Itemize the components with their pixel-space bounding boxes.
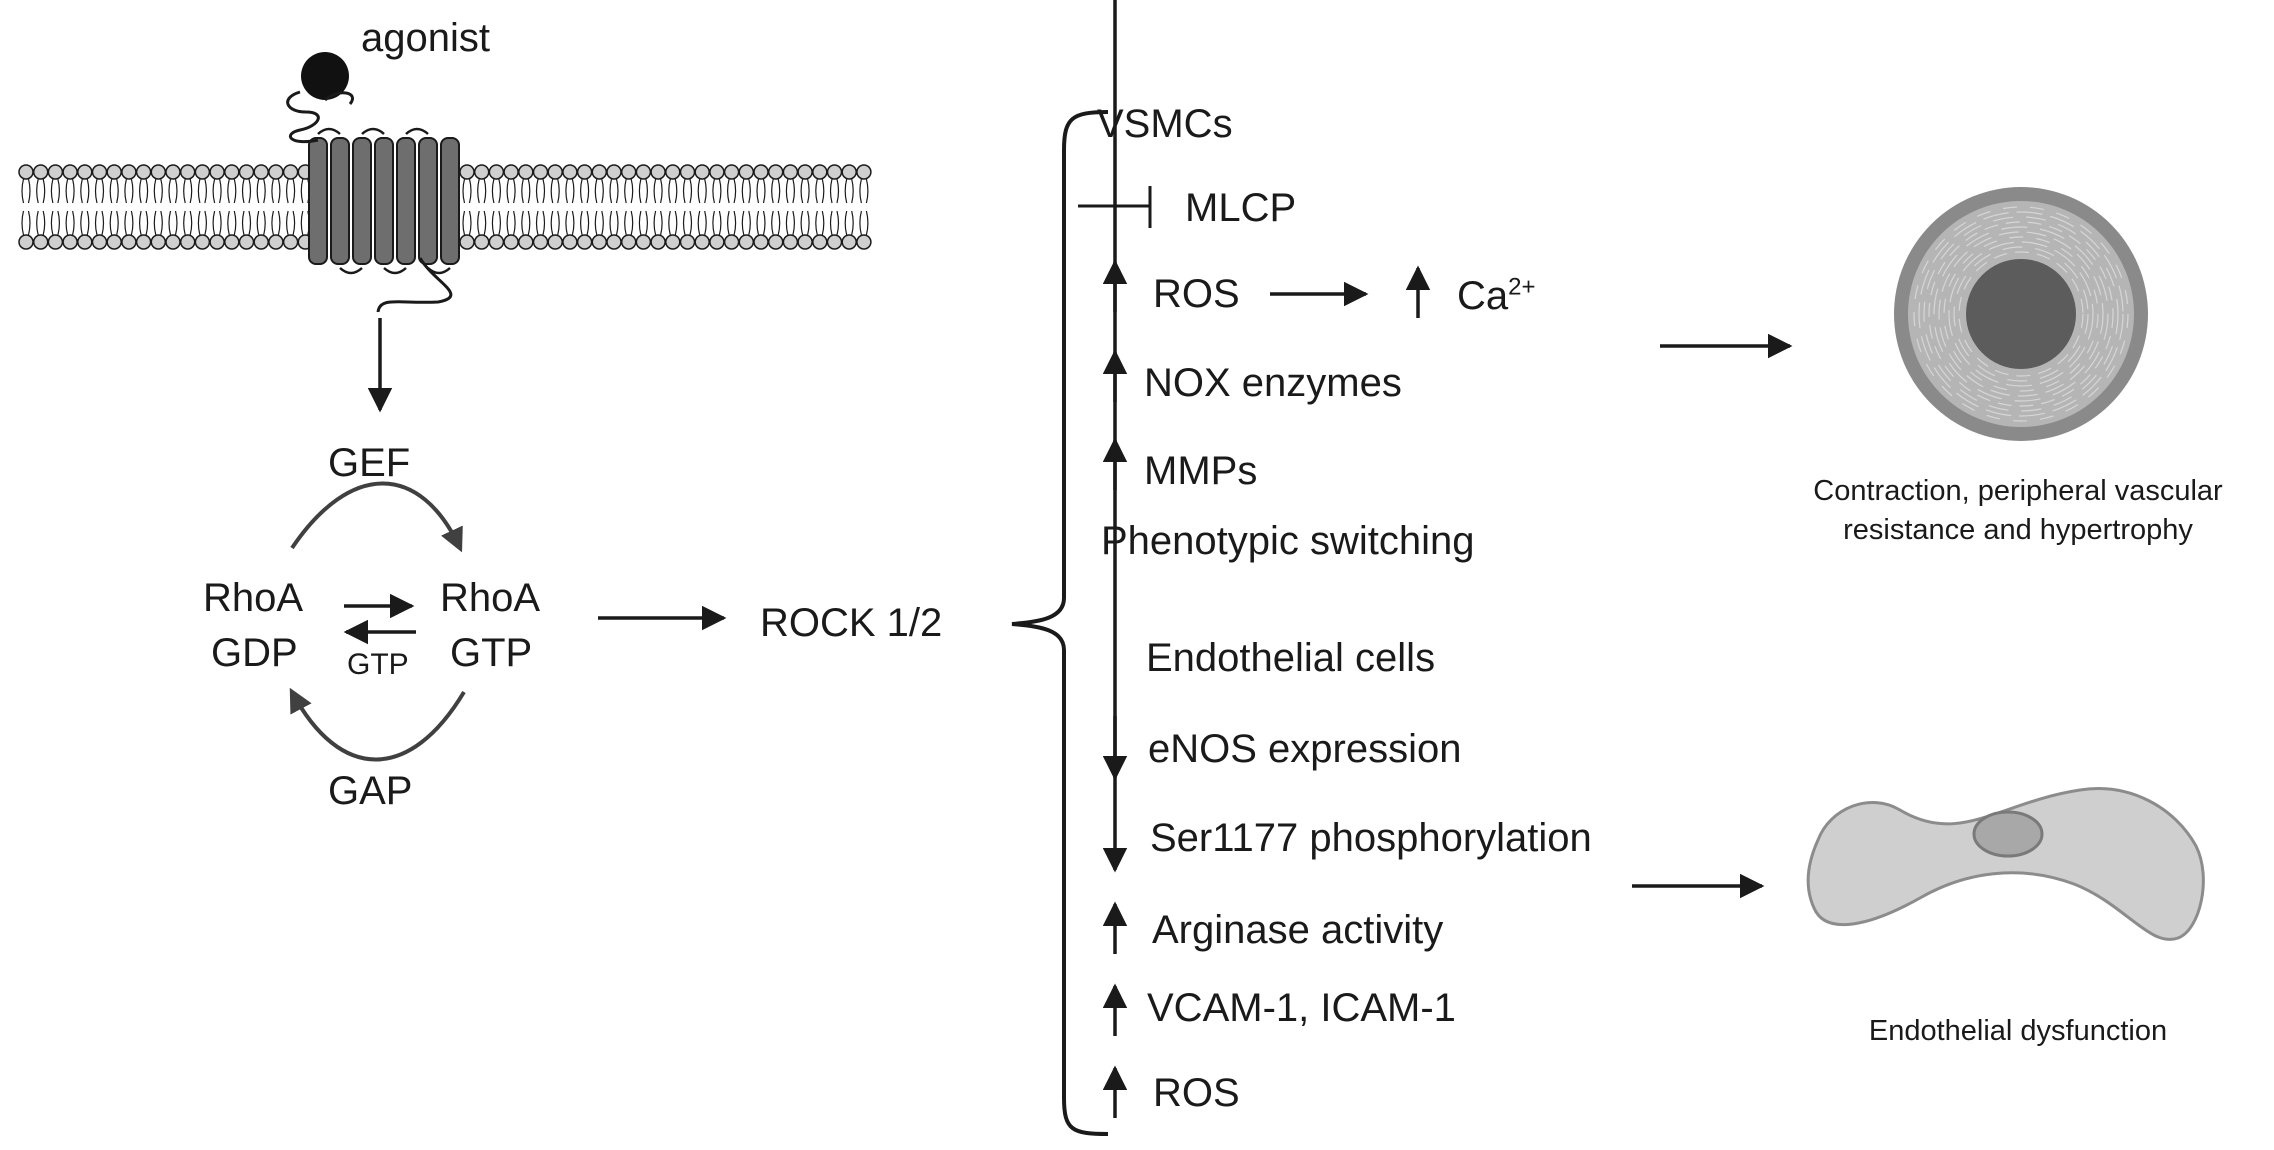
calcium-label: Ca2+	[1457, 273, 1536, 318]
rhoa-gdp-label-line2: GDP	[211, 631, 298, 675]
rock-effects-brace	[1011, 110, 1109, 1136]
rhoa-gtp-label-line2: GTP	[450, 631, 533, 675]
gtp-small-label: GTP	[347, 648, 409, 681]
rhoa-gtp-label-line1: RhoA	[440, 576, 541, 620]
enos-label: eNOS expression	[1148, 727, 1462, 771]
gef-label: GEF	[328, 441, 411, 485]
blood-vessel-cross-section-icon	[1894, 187, 2148, 441]
rhoa-gdp-label-line1: RhoA	[203, 576, 304, 620]
gef-curved-arrow	[290, 481, 463, 553]
ser1177-label: Ser1177 phosphorylation	[1150, 816, 1592, 860]
gap-label: GAP	[328, 769, 413, 813]
ros-endothelial-label: ROS	[1153, 1071, 1240, 1115]
gpcr-receptor-icon	[308, 127, 460, 275]
vsmc-outcome-caption: Contraction, peripheral vascular resista…	[1813, 475, 2223, 547]
rock-label: ROCK 1/2	[760, 601, 943, 645]
agonist-ligand-icon	[286, 52, 354, 144]
agonist-label: agonist	[361, 16, 490, 60]
gap-curved-arrow	[289, 687, 466, 762]
lipid-bilayer-membrane	[18, 164, 872, 250]
endothelial-header: Endothelial cells	[1146, 636, 1436, 680]
mmps-label: MMPs	[1144, 449, 1258, 493]
ros-vsmc-label: ROS	[1153, 272, 1240, 316]
endothelial-outcome-caption: Endothelial dysfunction	[1868, 1015, 2168, 1047]
endothelial-cell-icon	[1806, 787, 2205, 941]
nox-enzymes-label: NOX enzymes	[1144, 361, 1402, 405]
vcam-icam-label: VCAM-1, ICAM-1	[1147, 986, 1456, 1030]
mlcp-label: MLCP	[1185, 186, 1297, 230]
arginase-label: Arginase activity	[1152, 908, 1444, 952]
receptor-c-tail	[376, 257, 453, 313]
phenotypic-switching-label: Phenotypic switching	[1101, 519, 1475, 563]
vsmc-header: VSMCs	[1097, 102, 1233, 146]
